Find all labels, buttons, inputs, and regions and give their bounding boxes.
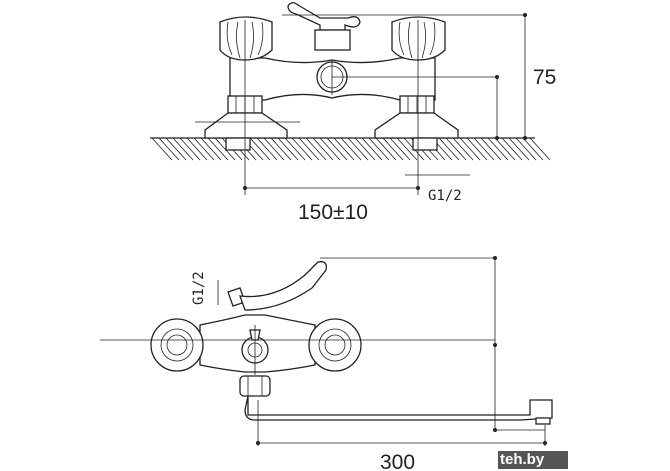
hatch-line <box>186 137 208 161</box>
hatch-line <box>200 137 222 161</box>
hatch-line <box>375 137 397 161</box>
diverter-handle <box>287 2 361 31</box>
hatch-line <box>347 137 369 161</box>
hatch-line <box>284 137 306 161</box>
hatch-line <box>445 137 467 161</box>
hatch-line <box>473 137 495 161</box>
hatch-line <box>333 137 355 161</box>
left-flange <box>204 112 288 139</box>
spout-length-label: 300 <box>380 451 415 471</box>
hatch-line <box>207 137 229 161</box>
hatch-line <box>249 137 271 161</box>
hatch-line <box>298 137 320 161</box>
watermark: teh.by <box>498 451 568 469</box>
left-knob <box>219 16 273 61</box>
hatch-line <box>480 137 502 161</box>
spout <box>244 395 553 421</box>
hatch-line <box>494 137 516 161</box>
side-left-knob <box>150 318 204 372</box>
spacing-dimension-label: 150±10 <box>298 201 368 224</box>
floor-hatching <box>151 137 551 161</box>
top-view: 75 150±10 G1/2 <box>150 2 556 224</box>
hatch-line <box>165 137 187 161</box>
hatch-line <box>354 137 376 161</box>
hatch-line <box>459 137 481 161</box>
side-right-knob <box>308 318 362 372</box>
hatch-line <box>319 137 341 161</box>
hatch-line <box>172 137 194 161</box>
hatch-line <box>277 137 299 161</box>
hatch-line <box>158 137 180 161</box>
hatch-line <box>326 137 348 161</box>
hatch-line <box>522 137 544 161</box>
side-view: G1/2 300 <box>100 256 553 471</box>
hatch-line <box>263 137 285 161</box>
hatch-line <box>529 137 551 161</box>
hatch-line <box>340 137 362 161</box>
side-thread-label: G1/2 <box>191 271 207 305</box>
left-eccentric <box>225 137 251 151</box>
right-flange <box>374 112 459 139</box>
hatch-line <box>193 137 215 161</box>
hatch-line <box>361 137 383 161</box>
hatch-line <box>389 137 411 161</box>
hatch-line <box>151 137 173 161</box>
hatch-line <box>256 137 278 161</box>
shower-lever <box>239 261 327 311</box>
hatch-line <box>214 137 236 161</box>
spout-nut <box>239 375 271 397</box>
diverter-collar <box>314 29 351 51</box>
hatch-line <box>396 137 418 161</box>
hatch-line <box>466 137 488 161</box>
hatch-line <box>270 137 292 161</box>
hatch-line <box>515 137 537 161</box>
top-thread-label: G1/2 <box>428 188 462 204</box>
hatch-line <box>305 137 327 161</box>
hatch-line <box>291 137 313 161</box>
right-knob <box>391 16 446 61</box>
hatch-line <box>368 137 390 161</box>
hatch-line <box>382 137 404 161</box>
hatch-line <box>179 137 201 161</box>
right-eccentric <box>412 137 438 151</box>
aerator <box>535 417 551 425</box>
hatch-line <box>508 137 530 161</box>
hatch-line <box>438 137 460 161</box>
hatch-line <box>501 137 523 161</box>
hatch-line <box>487 137 509 161</box>
hatch-line <box>452 137 474 161</box>
hatch-line <box>312 137 334 161</box>
height-dimension-label: 75 <box>533 66 556 89</box>
